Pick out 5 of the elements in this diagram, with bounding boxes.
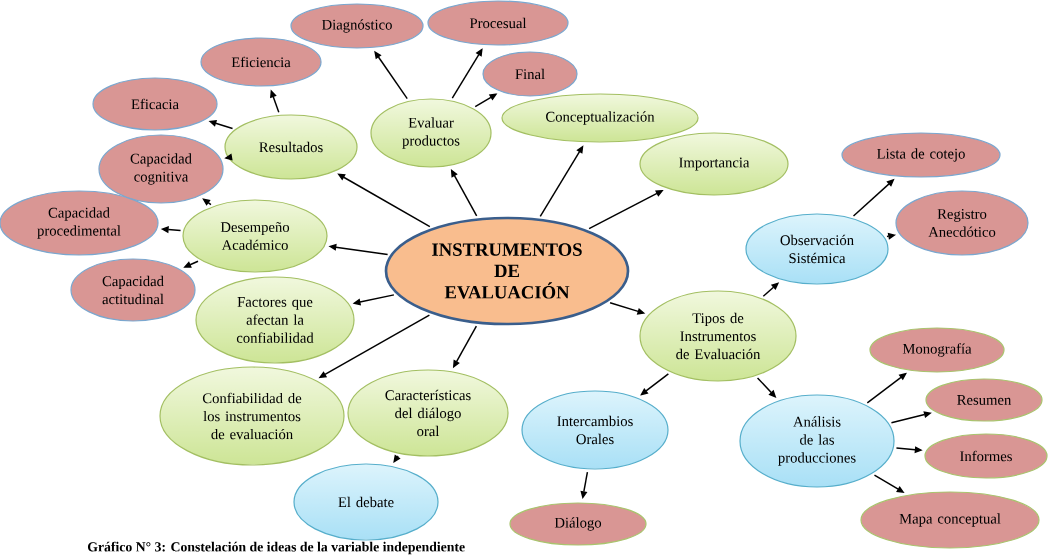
arrow xyxy=(202,198,212,206)
arrow xyxy=(451,48,483,99)
arrow xyxy=(450,169,478,217)
arrow xyxy=(640,373,670,396)
caption: Gráfico N° 3: Constelación de ideas de la variable independiente xyxy=(87,541,465,555)
